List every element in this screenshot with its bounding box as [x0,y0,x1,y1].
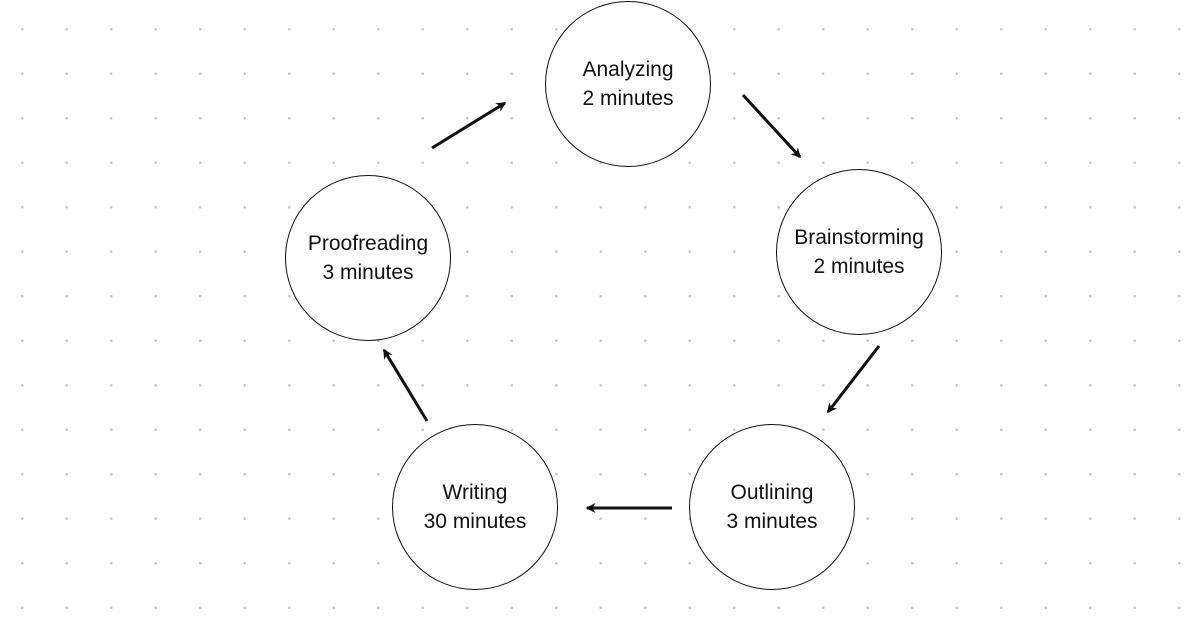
step-name: Brainstorming [794,226,924,249]
arrow-proofreading-to-analyzing [431,101,507,150]
step-name: Analyzing [582,58,674,81]
arrow-writing-to-proofreading [382,348,429,422]
step-duration: 3 minutes [726,510,818,533]
step-duration: 2 minutes [582,87,674,110]
arrow-brainstorming-to-outlining [826,345,881,414]
step-name: Writing [442,481,508,504]
step-duration: 3 minutes [322,261,414,284]
step-analyzing: Analyzing 2 minutes [545,1,711,167]
step-proofreading: Proofreading 3 minutes [285,175,451,341]
step-writing: Writing 30 minutes [392,424,558,590]
step-duration: 2 minutes [813,255,905,278]
arrow-analyzing-to-brainstorming [741,93,802,159]
step-brainstorming: Brainstorming 2 minutes [776,169,942,335]
step-duration: 30 minutes [423,510,527,533]
step-name: Outlining [730,481,814,504]
step-name: Proofreading [307,232,429,255]
step-outlining: Outlining 3 minutes [689,424,855,590]
